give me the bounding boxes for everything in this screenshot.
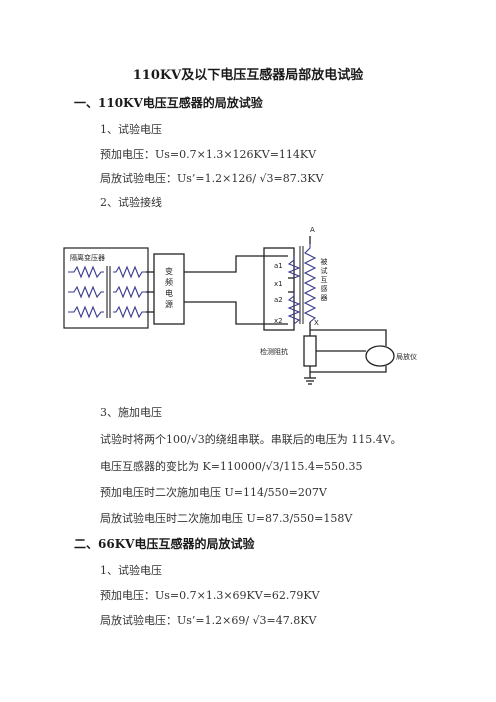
power-label-1: 变 <box>165 266 173 276</box>
sec2-item1: 1、试验电压 <box>100 564 162 577</box>
sec1-ratio: 电压互感器的变比为 K=110000/√3/115.4=550.35 <box>100 460 363 473</box>
tested-label-5: 器 <box>321 294 328 302</box>
terminal-a1: a1 <box>274 262 283 270</box>
power-label-4: 源 <box>165 300 173 309</box>
secondary-winding-box <box>263 247 295 331</box>
detection-impedance <box>303 335 317 367</box>
terminal-A: A <box>310 226 315 234</box>
document-title: 110KV及以下电压互感器局部放电试验 <box>132 68 364 83</box>
sec2-pre-voltage: 预加电压：Us=0.7×1.3×69KV=62.79KV <box>100 589 320 602</box>
primary-coil <box>303 244 317 323</box>
terminal-x2: x2 <box>274 317 283 325</box>
tested-label-2: 试 <box>321 266 328 275</box>
terminal-x1: x1 <box>274 280 283 288</box>
detection-impedance-label: 检测阻抗 <box>260 347 288 356</box>
sec1-item1: 1、试验电压 <box>100 123 162 136</box>
variable-power-source <box>153 253 185 325</box>
section1-heading: 一、110KV电压互感器的局放试验 <box>74 96 263 110</box>
sec1-pre-voltage: 预加电压：Us=0.7×1.3×126KV=114KV <box>100 148 317 161</box>
terminal-X: X <box>314 319 319 327</box>
sec1-pre-secondary: 预加电压时二次施加电压 U=114/550=207V <box>100 486 327 499</box>
sec1-pd-voltage: 局放试验电压：Us’=1.2×126/ √3=87.3KV <box>100 172 324 185</box>
tested-label-3: 互 <box>321 276 328 284</box>
secondary-coils <box>287 256 301 325</box>
pd-meter <box>365 345 395 367</box>
sec2-pd-voltage: 局放试验电压：Us’=1.2×69/ √3=47.8KV <box>100 614 317 627</box>
three-phase-coils <box>68 265 146 319</box>
tested-label-4: 感 <box>321 284 328 293</box>
sec1-item2: 2、试验接线 <box>100 196 162 209</box>
pd-meter-label: 局放仪 <box>396 352 417 361</box>
terminal-a2: a2 <box>274 296 283 304</box>
sec1-para1: 试验时将两个100/√3的绕组串联。串联后的电压为 115.4V。 <box>100 433 402 446</box>
sec1-pd-secondary: 局放试验电压时二次施加电压 U=87.3/550=158V <box>100 512 353 525</box>
wiring-diagram: 隔离变压器 变 频 电 源 a1 x1 a2 x2 A <box>63 226 417 385</box>
power-label-2: 频 <box>165 277 173 287</box>
isolation-transformer-label: 隔离变压器 <box>70 253 105 262</box>
isolation-transformer-frame <box>63 247 149 329</box>
section2-heading: 二、66KV电压互感器的局放试验 <box>74 537 255 551</box>
ground-icon <box>304 377 316 385</box>
sec1-item3: 3、施加电压 <box>100 406 162 419</box>
power-label-3: 电 <box>165 288 173 298</box>
tested-label-1: 被 <box>321 257 328 266</box>
